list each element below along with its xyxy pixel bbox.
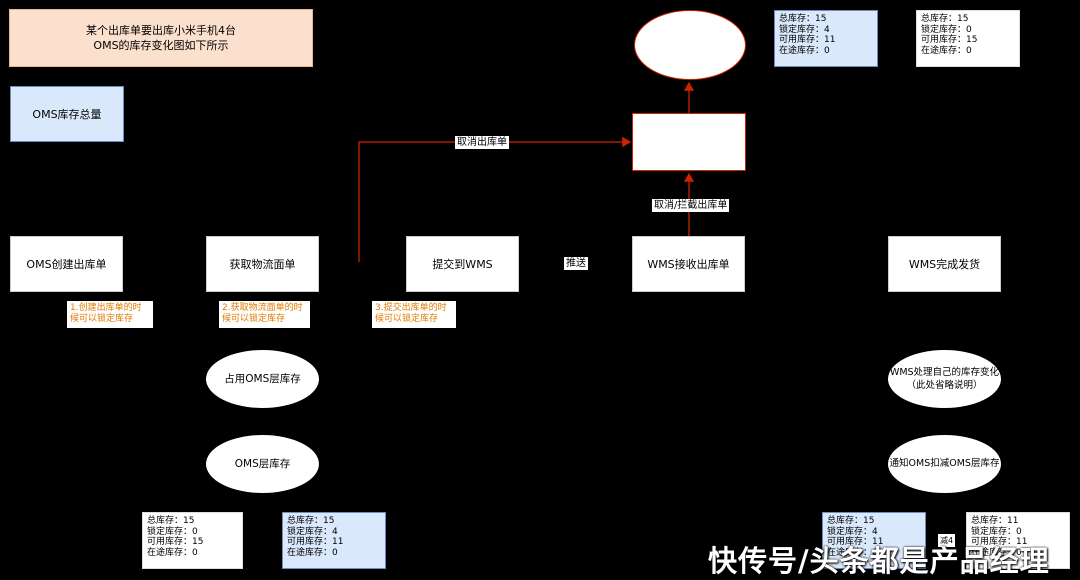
stock-total: 总库存：11 [971, 516, 1019, 526]
cancel-result-ellipse [634, 10, 746, 80]
stock-locked: 锁定库存：4 [779, 24, 830, 35]
stock-total: 总库存：15 [827, 516, 875, 526]
edge-label-cancel-intercept: 取消/拦截出库单 [652, 199, 730, 212]
stock-total: 总库存：15 [147, 516, 195, 526]
cancel-handler-box [632, 113, 746, 171]
node-oms-create-order: OMS创建出库单 [10, 236, 123, 292]
legend-oms-total: OMS库存总量 [10, 86, 124, 142]
note-line: 候可以锁定库存 [375, 314, 439, 324]
cancel-order-edge [358, 136, 632, 262]
edge-label-deduct: 减4 [938, 534, 956, 547]
note-line: 3.提交出库单的时 [375, 303, 447, 313]
stock-panel-top-white: 总库存：15 锁定库存：0 可用库存：15 在途库存：0 [916, 10, 1020, 67]
stock-transit: 在途库存：0 [287, 547, 338, 558]
node-wms-ship: WMS完成发货 [888, 236, 1001, 292]
ellipse-wms-stock-change: WMS处理自己的库存变化 （此处省略说明） [888, 350, 1001, 408]
stock-total: 总库存：15 [779, 14, 827, 24]
note-line: 2.获取物流面单的时 [222, 303, 303, 313]
edge-label-cancel: 取消出库单 [455, 136, 509, 149]
watermark-text: 快传号/头条都是产品经理 [708, 544, 1050, 578]
node-submit-wms: 提交到WMS [406, 236, 519, 292]
ellipse-occupy-oms-stock: 占用OMS层库存 [206, 350, 319, 408]
note-step-3: 3.提交出库单的时 候可以锁定库存 [372, 301, 456, 328]
stock-available: 可用库存：11 [827, 537, 884, 547]
note-step-2: 2.获取物流面单的时 候可以锁定库存 [219, 301, 310, 328]
stock-transit: 在途库存：0 [921, 45, 972, 56]
stock-locked: 锁定库存：0 [147, 526, 198, 537]
ellipse-line: WMS处理自己的库存变化 [889, 367, 1000, 378]
diagram-title-box: 某个出库单要出库小米手机4台 OMS的库存变化图如下所示 [9, 9, 313, 67]
stock-panel-bottom-4: 总库存：11 锁定库存：0 可用库存：11 在途库存：0 [966, 512, 1070, 569]
stock-available: 可用库存：11 [779, 35, 836, 45]
ellipse-oms-stock: OMS层库存 [206, 435, 319, 493]
ellipse-line: （此处省略说明） [906, 380, 983, 391]
edge-label-push: 推送 [564, 257, 588, 270]
stock-available: 可用库存：11 [287, 537, 344, 547]
stock-panel-bottom-2: 总库存：15 锁定库存：4 可用库存：11 在途库存：0 [282, 512, 386, 569]
stock-panel-bottom-3: 总库存：15 锁定库存：4 可用库存：11 在途库存：0 [822, 512, 926, 569]
ellipse-notify-oms: 通知OMS扣减OMS层库存 [888, 435, 1001, 493]
title-line-1: 某个出库单要出库小米手机4台 [86, 24, 236, 37]
stock-transit: 在途库存：0 [827, 547, 878, 558]
note-line: 候可以锁定库存 [70, 314, 134, 324]
stock-transit: 在途库存：0 [779, 45, 830, 56]
stock-locked: 锁定库存：0 [971, 526, 1022, 537]
title-line-2: OMS的库存变化图如下所示 [93, 39, 229, 52]
stock-available: 可用库存：11 [971, 537, 1028, 547]
note-line: 1.创建出库单的时 [70, 303, 142, 313]
stock-panel-bottom-1: 总库存：15 锁定库存：0 可用库存：15 在途库存：0 [142, 512, 243, 569]
stock-transit: 在途库存：0 [971, 547, 1022, 558]
node-wms-receive: WMS接收出库单 [632, 236, 745, 292]
stock-locked: 锁定库存：4 [287, 526, 338, 537]
stock-total: 总库存：15 [921, 14, 969, 24]
stock-available: 可用库存：15 [147, 537, 204, 547]
stock-transit: 在途库存：0 [147, 547, 198, 558]
note-line: 候可以锁定库存 [222, 314, 286, 324]
note-step-1: 1.创建出库单的时 候可以锁定库存 [67, 301, 153, 328]
stock-panel-top-blue: 总库存：15 锁定库存：4 可用库存：11 在途库存：0 [774, 10, 878, 67]
stock-locked: 锁定库存：0 [921, 24, 972, 35]
stock-available: 可用库存：15 [921, 35, 978, 45]
stock-total: 总库存：15 [287, 516, 335, 526]
stock-locked: 锁定库存：4 [827, 526, 878, 537]
node-get-waybill: 获取物流面单 [206, 236, 319, 292]
